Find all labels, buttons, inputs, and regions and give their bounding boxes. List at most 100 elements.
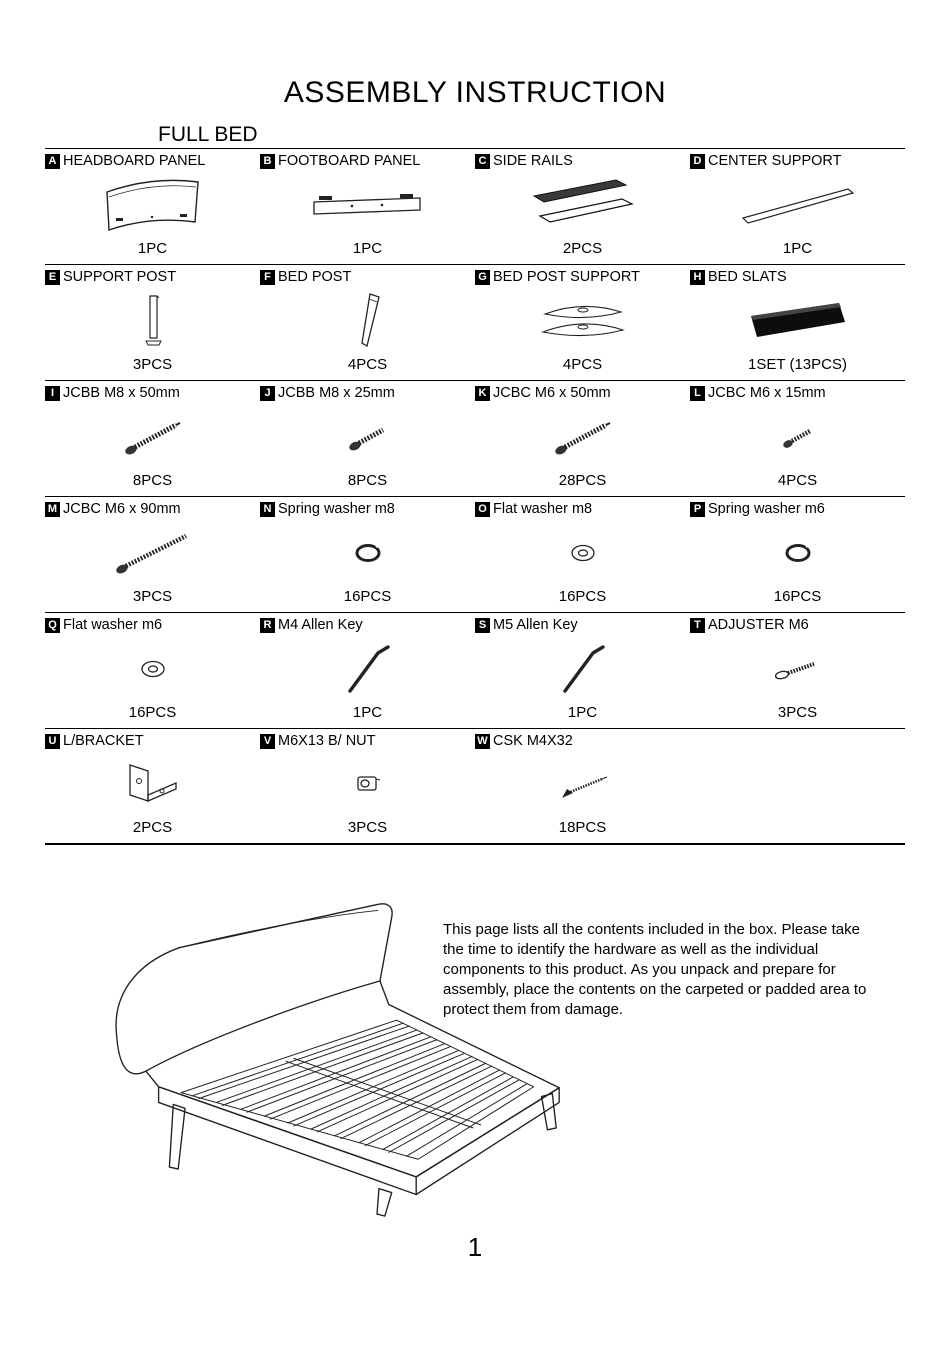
section-title-full-bed: FULL BED (158, 123, 258, 146)
page-number: 1 (467, 1232, 483, 1262)
flat-washer-icon (45, 633, 260, 704)
allen-key-icon (260, 633, 475, 704)
side-rails-icon (475, 169, 690, 240)
part-quantity-label: 4PCS (562, 356, 603, 373)
part-letter-badge: L (690, 385, 705, 401)
part-quantity-label: 1PC (137, 240, 168, 257)
spring-washer-icon (690, 517, 905, 588)
footboard-panel-icon (260, 169, 475, 240)
part-quantity-label: 2PCS (132, 819, 173, 836)
part-name-label: JCBB M8 x 25mm (278, 385, 395, 401)
part-header: C SIDE RAILS (475, 153, 690, 169)
part-name-label: CENTER SUPPORT (708, 153, 842, 169)
part-letter-badge: T (690, 617, 705, 633)
part-name-label: M5 Allen Key (493, 617, 578, 633)
part-header: M JCBC M6 x 90mm (45, 501, 260, 517)
parts-row: I JCBB M8 x 50mm 8PCS J JCBB M8 x 25mm 8… (45, 381, 905, 497)
bed-slats-icon (690, 285, 905, 356)
part-cell: R M4 Allen Key 1PC (260, 613, 475, 728)
part-quantity-label: 16PCS (128, 704, 177, 721)
part-cell: J JCBB M8 x 25mm 8PCS (260, 381, 475, 496)
part-cell: O Flat washer m8 16PCS (475, 497, 690, 612)
part-name-label: Flat washer m8 (493, 501, 593, 517)
part-name-label: ADJUSTER M6 (708, 617, 809, 633)
part-header: R M4 Allen Key (260, 617, 475, 633)
part-name-label: BED SLATS (708, 269, 787, 285)
part-quantity-label: 3PCS (132, 356, 173, 373)
part-cell: W CSK M4X32 18PCS (475, 729, 690, 843)
part-name-label: Flat washer m6 (63, 617, 163, 633)
part-quantity-label: 3PCS (777, 704, 818, 721)
part-letter-badge: R (260, 617, 275, 633)
part-header: F BED POST (260, 269, 475, 285)
part-name-label: JCBC M6 x 50mm (493, 385, 611, 401)
part-cell: U L/BRACKET 2PCS (45, 729, 260, 843)
center-support-icon (690, 169, 905, 240)
part-quantity-label: 3PCS (132, 588, 173, 605)
part-letter-badge: V (260, 733, 275, 749)
part-header: G BED POST SUPPORT (475, 269, 690, 285)
parts-row: Q Flat washer m6 16PCS R M4 Allen Key 1P… (45, 613, 905, 729)
part-header: S M5 Allen Key (475, 617, 690, 633)
bed-post-icon (260, 285, 475, 356)
part-letter-badge: H (690, 269, 705, 285)
part-cell: M JCBC M6 x 90mm 3PCS (45, 497, 260, 612)
part-name-label: M6X13 B/ NUT (278, 733, 376, 749)
allen-key-icon (475, 633, 690, 704)
part-cell: T ADJUSTER M6 3PCS (690, 613, 905, 728)
part-name-label: Spring washer m8 (278, 501, 395, 517)
part-letter-badge: N (260, 501, 275, 517)
part-quantity-label: 16PCS (773, 588, 822, 605)
part-header: H BED SLATS (690, 269, 905, 285)
part-quantity-label: 1PC (782, 240, 813, 257)
part-header: Q Flat washer m6 (45, 617, 260, 633)
part-letter-badge: I (45, 385, 60, 401)
part-cell: N Spring washer m8 16PCS (260, 497, 475, 612)
part-name-label: Spring washer m6 (708, 501, 825, 517)
part-letter-badge: C (475, 153, 490, 169)
part-header: O Flat washer m8 (475, 501, 690, 517)
part-header: A HEADBOARD PANEL (45, 153, 260, 169)
part-letter-badge: M (45, 501, 60, 517)
part-quantity-label: 8PCS (132, 472, 173, 489)
part-letter-badge: F (260, 269, 275, 285)
part-letter-badge: Q (45, 617, 60, 633)
part-cell: E SUPPORT POST 3PCS (45, 265, 260, 380)
part-quantity-label: 2PCS (562, 240, 603, 257)
part-cell: C SIDE RAILS 2PCS (475, 149, 690, 264)
part-cell: D CENTER SUPPORT 1PC (690, 149, 905, 264)
part-header: K JCBC M6 x 50mm (475, 385, 690, 401)
adjuster-icon (690, 633, 905, 704)
part-name-label: JCBC M6 x 90mm (63, 501, 181, 517)
part-quantity-label: 1PC (352, 704, 383, 721)
part-name-label: BED POST SUPPORT (493, 269, 640, 285)
parts-grid: A HEADBOARD PANEL 1PC B FOOTBOARD PANEL … (45, 148, 905, 845)
bolt-tiny-icon (690, 401, 905, 472)
headboard-panel-icon (45, 169, 260, 240)
part-cell: K JCBC M6 x 50mm 28PCS (475, 381, 690, 496)
part-name-label: L/BRACKET (63, 733, 144, 749)
part-quantity-label: 16PCS (558, 588, 607, 605)
bolt-long-icon (475, 401, 690, 472)
flat-washer-icon (475, 517, 690, 588)
csk-screw-icon (475, 749, 690, 819)
part-quantity-label: 4PCS (777, 472, 818, 489)
part-header: N Spring washer m8 (260, 501, 475, 517)
part-name-label: SUPPORT POST (63, 269, 177, 285)
bolt-xlong-icon (45, 517, 260, 588)
spring-washer-icon (260, 517, 475, 588)
part-cell: V M6X13 B/ NUT 3PCS (260, 729, 475, 843)
bed-illustration (115, 903, 560, 1217)
part-quantity-label: 28PCS (558, 472, 607, 489)
part-name-label: M4 Allen Key (278, 617, 363, 633)
part-letter-badge: B (260, 153, 275, 169)
part-letter-badge: W (475, 733, 490, 749)
part-cell: G BED POST SUPPORT 4PCS (475, 265, 690, 380)
parts-row: U L/BRACKET 2PCS V M6X13 B/ NUT 3PCS W C… (45, 729, 905, 845)
part-letter-badge: A (45, 153, 60, 169)
part-letter-badge: E (45, 269, 60, 285)
part-name-label: JCBB M8 x 50mm (63, 385, 180, 401)
part-cell: B FOOTBOARD PANEL 1PC (260, 149, 475, 264)
part-letter-badge: O (475, 501, 490, 517)
part-letter-badge: D (690, 153, 705, 169)
